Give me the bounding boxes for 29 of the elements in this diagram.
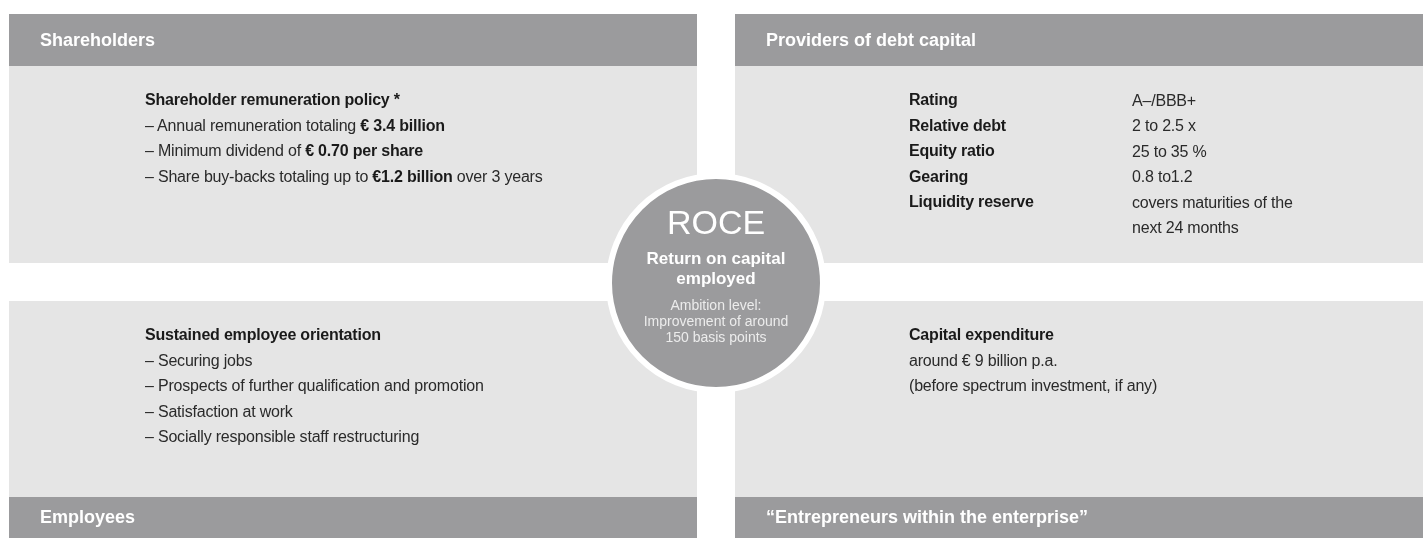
metric-value: 2 to 2.5 x [1132, 116, 1197, 136]
metric-label: Gearing [909, 166, 969, 187]
metric-label: Rating [909, 90, 958, 110]
section-heading: Shareholder remuneration policy * [145, 90, 400, 110]
metric-value: covers maturities of the next 24 months [1132, 192, 1294, 238]
list-item: – Prospects of further qualification and promotion [145, 376, 484, 396]
section-heading: Sustained employee orientation [145, 325, 381, 345]
circle-title: ROCE [665, 203, 767, 243]
panel-header: Providers of debt capital [735, 14, 1423, 66]
metric-value: A–/BBB+ [1132, 90, 1197, 111]
list-item: – Minimum dividend of € 0.70 per share [145, 141, 423, 161]
list-item: around € 9 billion p.a. [909, 350, 1058, 371]
metric-label: Relative debt [909, 115, 1006, 136]
circle-note: Ambition level: Improvement of around 150 basis points [642, 297, 790, 346]
panel-header: Shareholders [9, 14, 697, 66]
circle-subtitle: Return on capital employed [645, 249, 787, 289]
metric-label: Equity ratio [909, 141, 995, 161]
list-item: – Securing jobs [145, 350, 253, 371]
metric-label: Liquidity reserve [909, 192, 1034, 212]
panel-header: Employees [9, 497, 697, 538]
list-item: – Share buy-backs totaling up to €1.2 billion over 3 years [145, 166, 543, 187]
metric-value: 25 to 35 % [1132, 141, 1208, 162]
metric-value: 0.8 to1.2 [1132, 167, 1194, 187]
list-item: – Satisfaction at work [145, 401, 293, 422]
list-item: – Socially responsible staff restructuring [145, 427, 420, 447]
list-item: (before spectrum investment, if any) [909, 376, 1157, 396]
section-heading: Capital expenditure [909, 325, 1054, 345]
panel-header: “Entrepreneurs within the enterprise” [735, 497, 1423, 538]
list-item: – Annual remuneration totaling € 3.4 billion [145, 115, 445, 136]
